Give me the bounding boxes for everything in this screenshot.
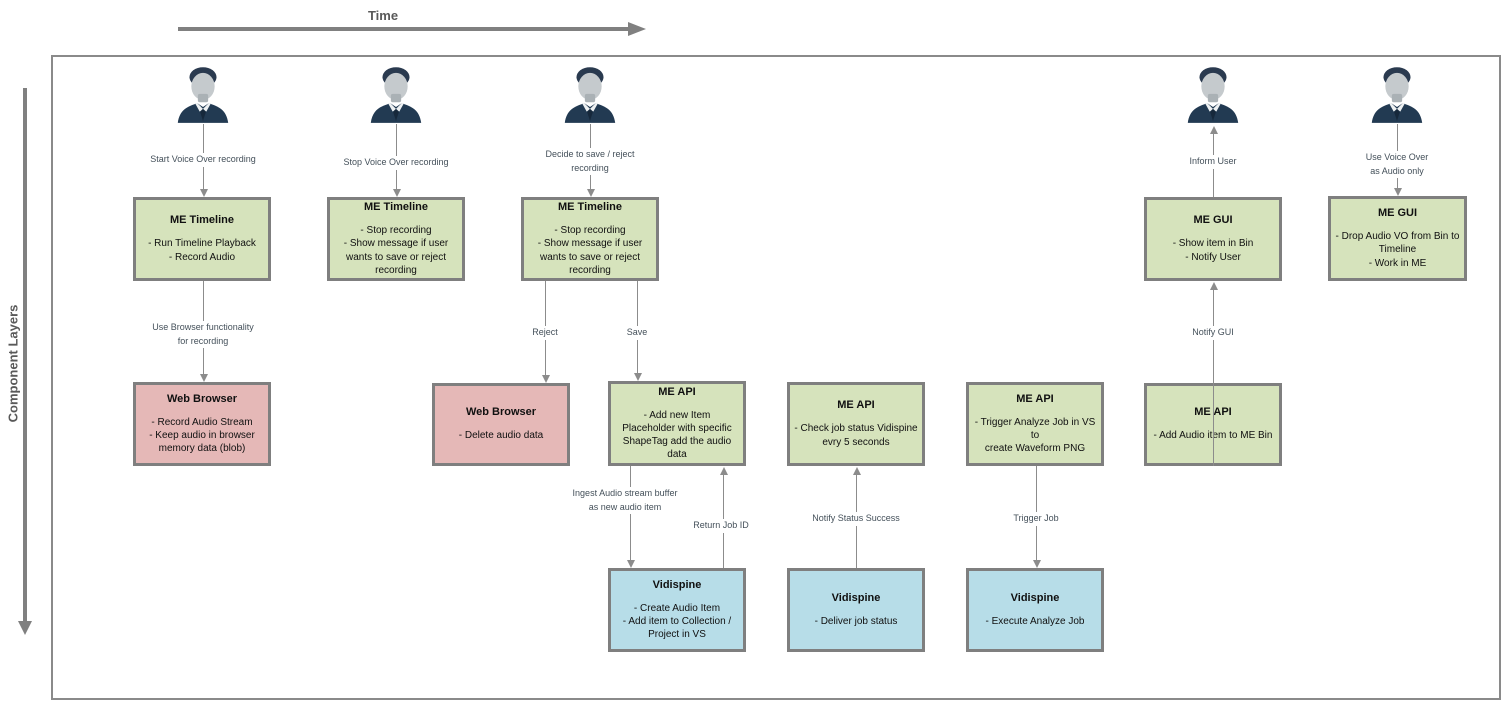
node-vidispine-deliver: Vidispine - Deliver job status xyxy=(787,568,925,652)
diagram-canvas xyxy=(51,55,1501,700)
component-layers-axis-arrow xyxy=(23,88,27,621)
businessman-icon xyxy=(1371,67,1423,123)
label-stop-vo: Stop Voice Over recording xyxy=(341,156,451,170)
node-title: Web Browser xyxy=(465,406,537,419)
label-start-vo: Start Voice Over recording xyxy=(148,153,258,167)
node-body: - Record Audio Stream - Keep audio in br… xyxy=(149,416,255,455)
node-me-api-add-item: ME API - Add new Item Placeholder with s… xyxy=(608,381,746,466)
node-title: ME API xyxy=(837,399,875,412)
node-body: - Execute Analyze Job xyxy=(985,615,1085,627)
businessman-icon xyxy=(1187,67,1239,123)
node-body: - Delete audio data xyxy=(458,430,544,442)
node-web-browser-record: Web Browser - Record Audio Stream - Keep… xyxy=(133,382,271,466)
node-body: - Run Timeline Playback - Record Audio xyxy=(148,238,256,263)
label-inform-user: Inform User xyxy=(1187,155,1239,169)
label-return-job-id: Return Job ID xyxy=(691,519,751,533)
node-body: - Stop recording - Show message if user … xyxy=(343,225,449,276)
node-title: ME Timeline xyxy=(558,201,622,214)
node-body: - Stop recording - Show message if user … xyxy=(537,225,643,276)
node-body: - Add new Item Placeholder with specific… xyxy=(622,409,732,461)
node-me-api-check-status: ME API - Check job status Vidispine evry… xyxy=(787,382,925,466)
label-decide: Decide to save / reject recording xyxy=(543,148,637,175)
node-title: Vidispine xyxy=(831,591,881,604)
node-title: ME GUI xyxy=(1193,214,1233,227)
node-me-timeline-stop: ME Timeline - Stop recording - Show mess… xyxy=(327,197,465,281)
node-title: ME GUI xyxy=(1377,207,1418,220)
node-web-browser-delete: Web Browser - Delete audio data xyxy=(432,383,570,466)
label-use-browser: Use Browser functionality for recording xyxy=(150,321,256,348)
node-me-gui-drop-vo: ME GUI - Drop Audio VO from Bin to Timel… xyxy=(1328,196,1467,281)
businessman-icon xyxy=(564,67,616,123)
component-layers-axis-label: Component Layers xyxy=(5,304,21,423)
node-title: Vidispine xyxy=(652,578,702,591)
node-me-timeline-start: ME Timeline - Run Timeline Playback - Re… xyxy=(133,197,271,281)
businessman-icon xyxy=(370,67,422,123)
label-reject: Reject xyxy=(530,326,560,340)
arrow-notify-gui xyxy=(1209,282,1218,466)
time-axis-label: Time xyxy=(367,8,399,23)
node-body: - Create Audio Item - Add item to Collec… xyxy=(622,602,732,641)
node-body: - Deliver job status xyxy=(814,615,898,627)
node-body: - Show item in Bin - Notify User xyxy=(1172,238,1254,263)
node-vidispine-execute: Vidispine - Execute Analyze Job xyxy=(966,568,1104,652)
node-body: - Check job status Vidispine evry 5 seco… xyxy=(794,423,918,448)
label-ingest: Ingest Audio stream buffer as new audio … xyxy=(570,487,680,514)
label-trigger-job: Trigger Job xyxy=(1011,512,1061,526)
time-axis-arrow xyxy=(178,27,628,31)
label-notify-gui: Notify GUI xyxy=(1190,326,1236,340)
time-axis-arrowhead xyxy=(628,22,646,36)
node-title: Vidispine xyxy=(1010,591,1060,604)
node-title: ME API xyxy=(1016,392,1054,405)
node-body: - Add Audio item to ME Bin xyxy=(1153,430,1273,442)
label-save: Save xyxy=(624,326,650,340)
node-title: ME Timeline xyxy=(170,214,234,227)
node-me-api-trigger-analyze: ME API - Trigger Analyze Job in VS to cr… xyxy=(966,382,1104,466)
label-notify-status: Notify Status Success xyxy=(810,512,902,526)
component-layers-axis-arrowhead xyxy=(18,621,32,635)
node-vidispine-create: Vidispine - Create Audio Item - Add item… xyxy=(608,568,746,652)
node-body: - Trigger Analyze Job in VS to create Wa… xyxy=(974,416,1096,455)
label-use-vo: Use Voice Over as Audio only xyxy=(1363,151,1431,178)
node-title: ME API xyxy=(658,385,696,398)
businessman-icon xyxy=(177,67,229,123)
node-me-gui-show-bin: ME GUI - Show item in Bin - Notify User xyxy=(1144,197,1282,281)
node-title: ME Timeline xyxy=(364,201,428,214)
node-body: - Drop Audio VO from Bin to Timeline - W… xyxy=(1335,231,1460,269)
node-me-timeline-decide: ME Timeline - Stop recording - Show mess… xyxy=(521,197,659,281)
node-title: Web Browser xyxy=(166,392,238,405)
